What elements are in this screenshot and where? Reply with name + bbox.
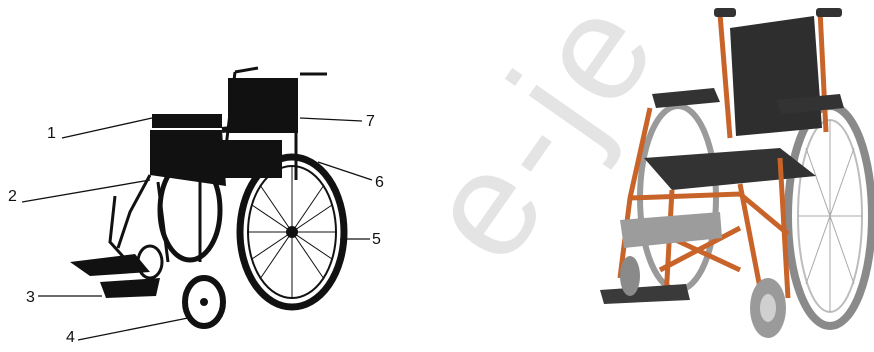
- photo-footrest: [620, 212, 722, 248]
- photo-far-caster: [620, 256, 640, 296]
- callout-label-5: 5: [372, 232, 381, 248]
- armrest: [152, 114, 222, 128]
- callout-label-1: 1: [47, 126, 56, 142]
- rear-wheel-hub: [286, 226, 298, 238]
- wheelchair-line-drawing: [0, 0, 440, 352]
- seat: [150, 130, 226, 186]
- footrest-rear: [100, 278, 160, 298]
- wheelchair-photo: [590, 8, 874, 350]
- callout-label-2: 2: [8, 189, 17, 205]
- photo-backrest: [730, 16, 822, 136]
- callout-label-7: 7: [366, 114, 375, 130]
- callout-label-6: 6: [375, 175, 384, 191]
- callout-label-4: 4: [66, 330, 75, 346]
- photo-armrest: [652, 88, 720, 108]
- callout-label-3: 3: [26, 290, 35, 306]
